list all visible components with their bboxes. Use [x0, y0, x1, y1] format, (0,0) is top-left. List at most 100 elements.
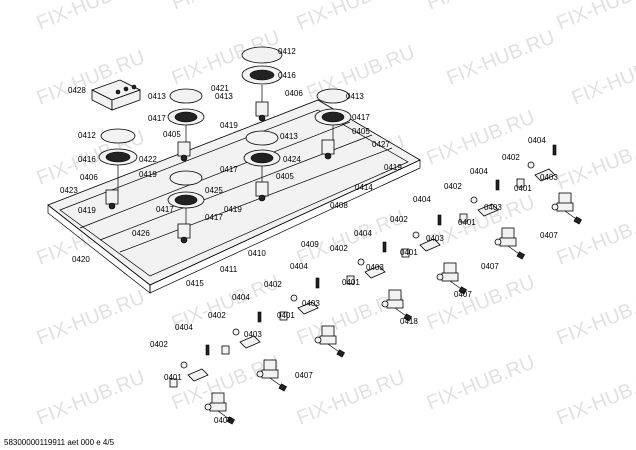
valve-assemblies	[169, 144, 583, 425]
watermark-text: FIX-HUB.RU	[554, 206, 636, 269]
part-number-label: 0417	[352, 113, 370, 122]
part-number-label: 0403	[366, 263, 384, 272]
part-number-label: 0408	[330, 201, 348, 210]
part-number-label: 0404	[354, 229, 372, 238]
document-footer-code: 58300000119911 aet 000 e 4/5	[4, 438, 115, 447]
part-number-label: 0418	[400, 317, 418, 326]
part-number-label: 0404	[413, 195, 431, 204]
part-number-label: 0407	[295, 371, 313, 380]
part-number-label: 0403	[426, 234, 444, 243]
part-number-labels: 0412041604060413042104130428041304170419…	[60, 47, 558, 425]
part-number-label: 0417	[205, 213, 223, 222]
part-number-label: 0402	[390, 215, 408, 224]
part-number-label: 0404	[232, 293, 250, 302]
part-number-label: 0407	[481, 262, 499, 271]
watermark-text: FIX-HUB.RU	[424, 0, 538, 15]
part-number-label: 0413	[346, 92, 364, 101]
watermark-text: FIX-HUB.RU	[424, 351, 538, 414]
watermark-text: FIX-HUB.RU	[169, 0, 283, 15]
part-number-label: 0419	[139, 170, 157, 179]
part-number-label: 0417	[148, 114, 166, 123]
part-number-label: 0426	[132, 229, 150, 238]
part-number-label: 0413	[215, 92, 233, 101]
part-number-label: 0423	[60, 186, 78, 195]
part-number-label: 0419	[384, 163, 402, 172]
part-number-label: 0402	[264, 280, 282, 289]
watermark-text: FIX-HUB.RU	[569, 46, 636, 109]
gas-valve	[551, 192, 583, 225]
part-number-label: 0407	[540, 231, 558, 240]
part-number-label: 0419	[224, 205, 242, 214]
valve-bracket-set	[169, 344, 210, 388]
part-number-label: 0401	[342, 278, 360, 287]
part-number-label: 0410	[248, 249, 266, 258]
part-number-label: 0403	[540, 173, 558, 182]
part-number-label: 0413	[280, 132, 298, 141]
valve-bracket-set	[279, 277, 320, 321]
part-number-label: 0425	[205, 186, 223, 195]
watermark-text: FIX-HUB.RU	[554, 366, 636, 429]
part-number-label: 0401	[458, 218, 476, 227]
part-number-label: 0404	[290, 262, 308, 271]
part-number-label: 0403	[302, 299, 320, 308]
part-number-label: 0428	[68, 86, 86, 95]
part-number-label: 0412	[278, 47, 296, 56]
part-number-label: 0422	[139, 155, 157, 164]
part-number-label: 0402	[150, 340, 168, 349]
part-number-label: 0419	[220, 121, 238, 130]
gas-valve	[256, 359, 288, 392]
part-number-label: 0424	[283, 155, 301, 164]
part-number-label: 0406	[80, 173, 98, 182]
valve-bracket-set	[346, 241, 387, 285]
gas-valve	[314, 325, 346, 358]
gas-valve	[436, 262, 468, 295]
watermark-text: FIX-HUB.RU	[554, 0, 636, 35]
valve-bracket-set	[221, 311, 262, 355]
valve-bracket-set	[401, 214, 442, 258]
part-number-label: 0415	[186, 279, 204, 288]
part-number-label: 0421	[211, 84, 229, 93]
part-number-label: 0402	[444, 182, 462, 191]
part-number-label: 0401	[514, 184, 532, 193]
part-number-label: 0402	[502, 153, 520, 162]
gas-valve	[381, 289, 413, 322]
watermark-text: FIX-HUB.RU	[424, 106, 538, 169]
part-number-label: 0405	[276, 172, 294, 181]
part-number-label: 0414	[355, 183, 373, 192]
part-number-label: 0407	[214, 416, 232, 425]
part-number-label: 0409	[301, 240, 319, 249]
part-number-label: 0403	[244, 330, 262, 339]
part-number-label: 0419	[78, 206, 96, 215]
part-number-label: 0411	[220, 265, 238, 274]
part-number-label: 0420	[72, 255, 90, 264]
watermark-text: FIX-HUB.RU	[424, 271, 538, 334]
part-number-label: 0401	[164, 373, 182, 382]
part-number-label: 0416	[278, 71, 296, 80]
part-number-label: 0404	[175, 323, 193, 332]
igniter-block	[90, 79, 142, 111]
watermark-text: FIX-HUB.RU	[294, 0, 408, 35]
burner-bodies	[105, 85, 335, 244]
part-number-label: 0401	[277, 311, 295, 320]
watermark-text: FIX-HUB.RU	[554, 286, 636, 349]
part-number-label: 0404	[528, 136, 546, 145]
watermark-text: FIX-HUB.RU	[554, 131, 636, 194]
part-number-label: 0406	[285, 89, 303, 98]
part-number-label: 0403	[484, 203, 502, 212]
gas-valve	[494, 227, 526, 260]
valve-bracket-set	[459, 179, 500, 223]
part-number-label: 0417	[220, 165, 238, 174]
part-number-label: 0405	[352, 127, 370, 136]
part-number-label: 0427	[372, 140, 390, 149]
watermark-text: FIX-HUB.RU	[34, 366, 148, 429]
part-number-label: 0417	[156, 205, 174, 214]
part-number-label: 0416	[78, 155, 96, 164]
part-number-label: 0402	[330, 244, 348, 253]
part-number-label: 0407	[454, 290, 472, 299]
part-number-label: 0413	[148, 92, 166, 101]
part-number-label: 0405	[163, 130, 181, 139]
watermark-text: FIX-HUB.RU	[34, 286, 148, 349]
part-number-label: 0401	[400, 248, 418, 257]
watermark-text: FIX-HUB.RU	[444, 26, 558, 89]
